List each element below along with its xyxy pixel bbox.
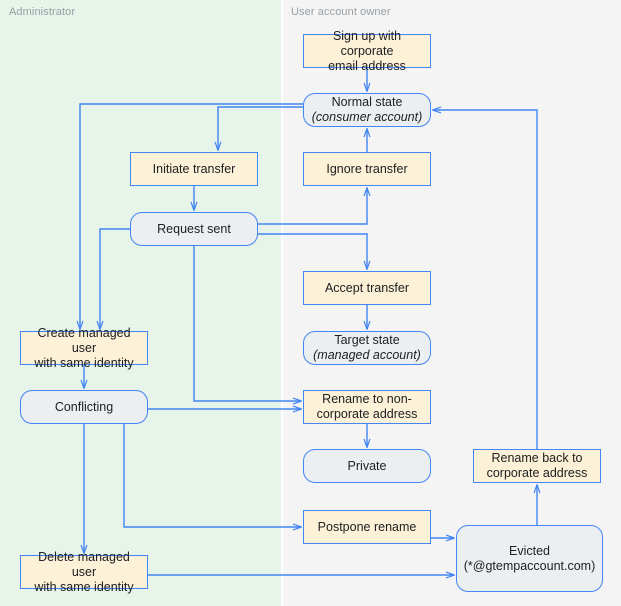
node-normal[interactable]: Normal state(consumer account) (303, 93, 431, 127)
node-postpone-line1: Postpone rename (317, 519, 417, 534)
node-createuser-line1: Create managed user (37, 325, 131, 355)
node-renameback-line2: corporate address (486, 466, 588, 480)
node-request-line1: Request sent (157, 221, 231, 236)
node-renamenon-line1: Rename to non- (322, 392, 412, 406)
node-initiate-line1: Initiate transfer (152, 161, 236, 176)
node-ignore[interactable]: Ignore transfer (303, 152, 431, 186)
node-private-line1: Private (347, 458, 387, 473)
node-ignore-line1: Ignore transfer (326, 161, 408, 176)
node-target[interactable]: Target state(managed account) (303, 331, 431, 365)
node-conflicting[interactable]: Conflicting (20, 390, 148, 424)
node-private[interactable]: Private (303, 449, 431, 483)
node-deleteuser-line2: with same identity (34, 579, 134, 594)
swimlane-label-administrator: Administrator (9, 6, 76, 18)
node-accept-line1: Accept transfer (324, 280, 410, 295)
node-target-line2: (managed account) (313, 348, 421, 362)
node-renamenon[interactable]: Rename to non-corporate address (303, 390, 431, 424)
node-conflicting-line1: Conflicting (54, 399, 114, 414)
node-signup-line1: Sign up with corporate (332, 28, 402, 58)
node-signup-line2: email address (328, 58, 406, 73)
node-evicted-line2: (*@gtempaccount.com) (463, 558, 596, 573)
node-postpone[interactable]: Postpone rename (303, 510, 431, 544)
node-normal-line1: Normal state (331, 95, 403, 109)
node-createuser-line2: with same identity (34, 355, 134, 370)
node-renameback-line1: Rename back to (491, 451, 583, 465)
node-target-line1: Target state (334, 333, 400, 347)
node-evicted-line1: Evicted (509, 543, 550, 558)
node-deleteuser-line1: Delete managed user (38, 549, 130, 579)
node-normal-line2: (consumer account) (311, 110, 423, 124)
node-initiate[interactable]: Initiate transfer (130, 152, 258, 186)
swimlane-administrator: Administrator (0, 0, 281, 606)
node-evicted[interactable]: Evicted(*@gtempaccount.com) (456, 525, 603, 592)
node-renamenon-line2: corporate address (316, 407, 418, 421)
node-request[interactable]: Request sent (130, 212, 258, 246)
node-accept[interactable]: Accept transfer (303, 271, 431, 305)
swimlane-label-user-account-owner: User account owner (291, 6, 391, 18)
